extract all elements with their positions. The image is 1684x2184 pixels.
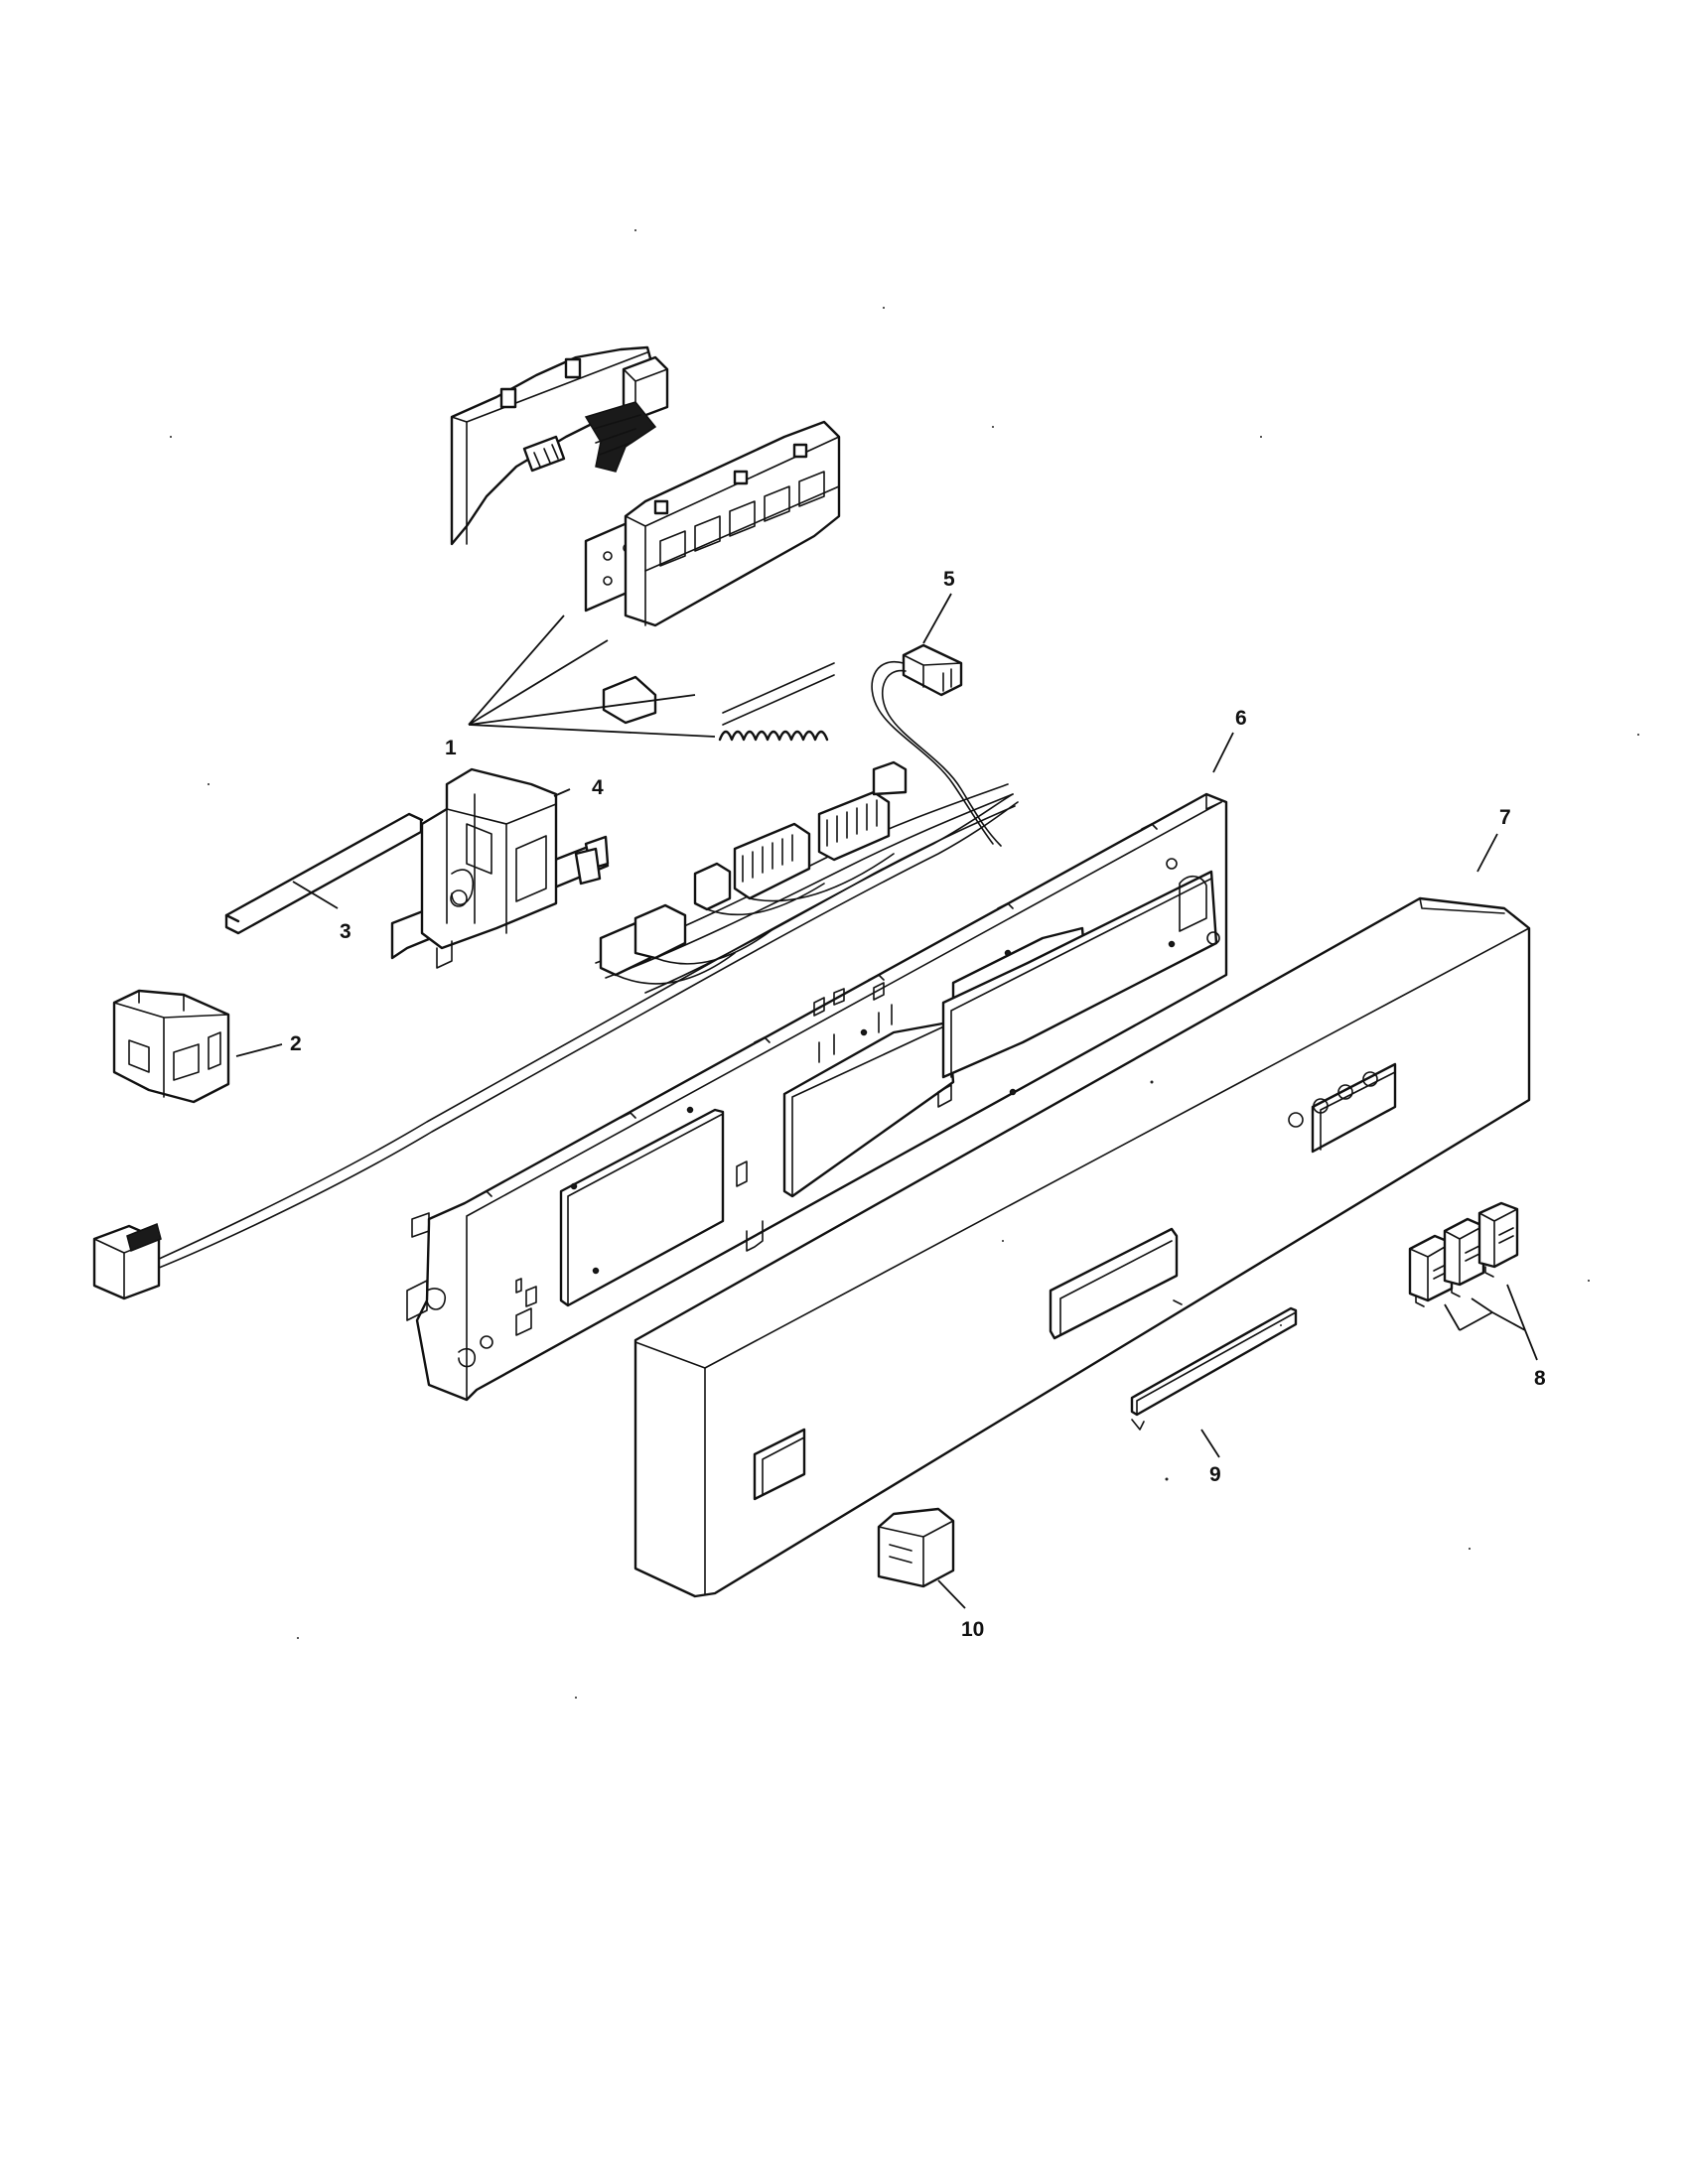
callout-4: 4 — [553, 776, 604, 799]
callout-9: 9 — [1200, 1429, 1221, 1486]
callout-label-10: 10 — [961, 1618, 984, 1641]
part-4-housing[interactable] — [390, 767, 610, 969]
part-5-harness-connector[interactable] — [871, 643, 1002, 847]
part-9-handle-insert[interactable] — [1130, 1306, 1298, 1431]
callout-label-2: 2 — [290, 1032, 302, 1055]
callout-3: 3 — [292, 881, 351, 943]
part-7-console-panel[interactable] — [633, 896, 1531, 1598]
callout-10: 10 — [937, 1579, 984, 1641]
callout-5: 5 — [922, 568, 955, 644]
part-3-rod[interactable] — [224, 812, 424, 935]
part-1-control-module[interactable] — [450, 345, 841, 742]
callout-2: 2 — [235, 1032, 302, 1057]
callout-8: 8 — [1444, 1284, 1546, 1390]
scan-noise — [170, 229, 1639, 1699]
callout-1: 1 — [445, 614, 716, 759]
part-6-inner-panel[interactable] — [406, 792, 1228, 1402]
callout-label-3: 3 — [340, 920, 351, 943]
part-8-button-keys[interactable] — [1408, 1201, 1519, 1307]
callout-7: 7 — [1476, 806, 1511, 873]
callout-label-7: 7 — [1499, 806, 1511, 829]
callout-6: 6 — [1212, 707, 1247, 773]
part-2-switch[interactable] — [112, 989, 230, 1104]
callout-label-1: 1 — [445, 737, 457, 759]
wiring-harness[interactable] — [92, 760, 1019, 1300]
callout-label-4: 4 — [592, 776, 604, 799]
callout-label-6: 6 — [1235, 707, 1247, 730]
part-10-cap[interactable] — [877, 1507, 955, 1588]
callout-label-9: 9 — [1209, 1463, 1221, 1486]
callout-label-5: 5 — [943, 568, 955, 591]
callout-label-8: 8 — [1534, 1367, 1546, 1390]
